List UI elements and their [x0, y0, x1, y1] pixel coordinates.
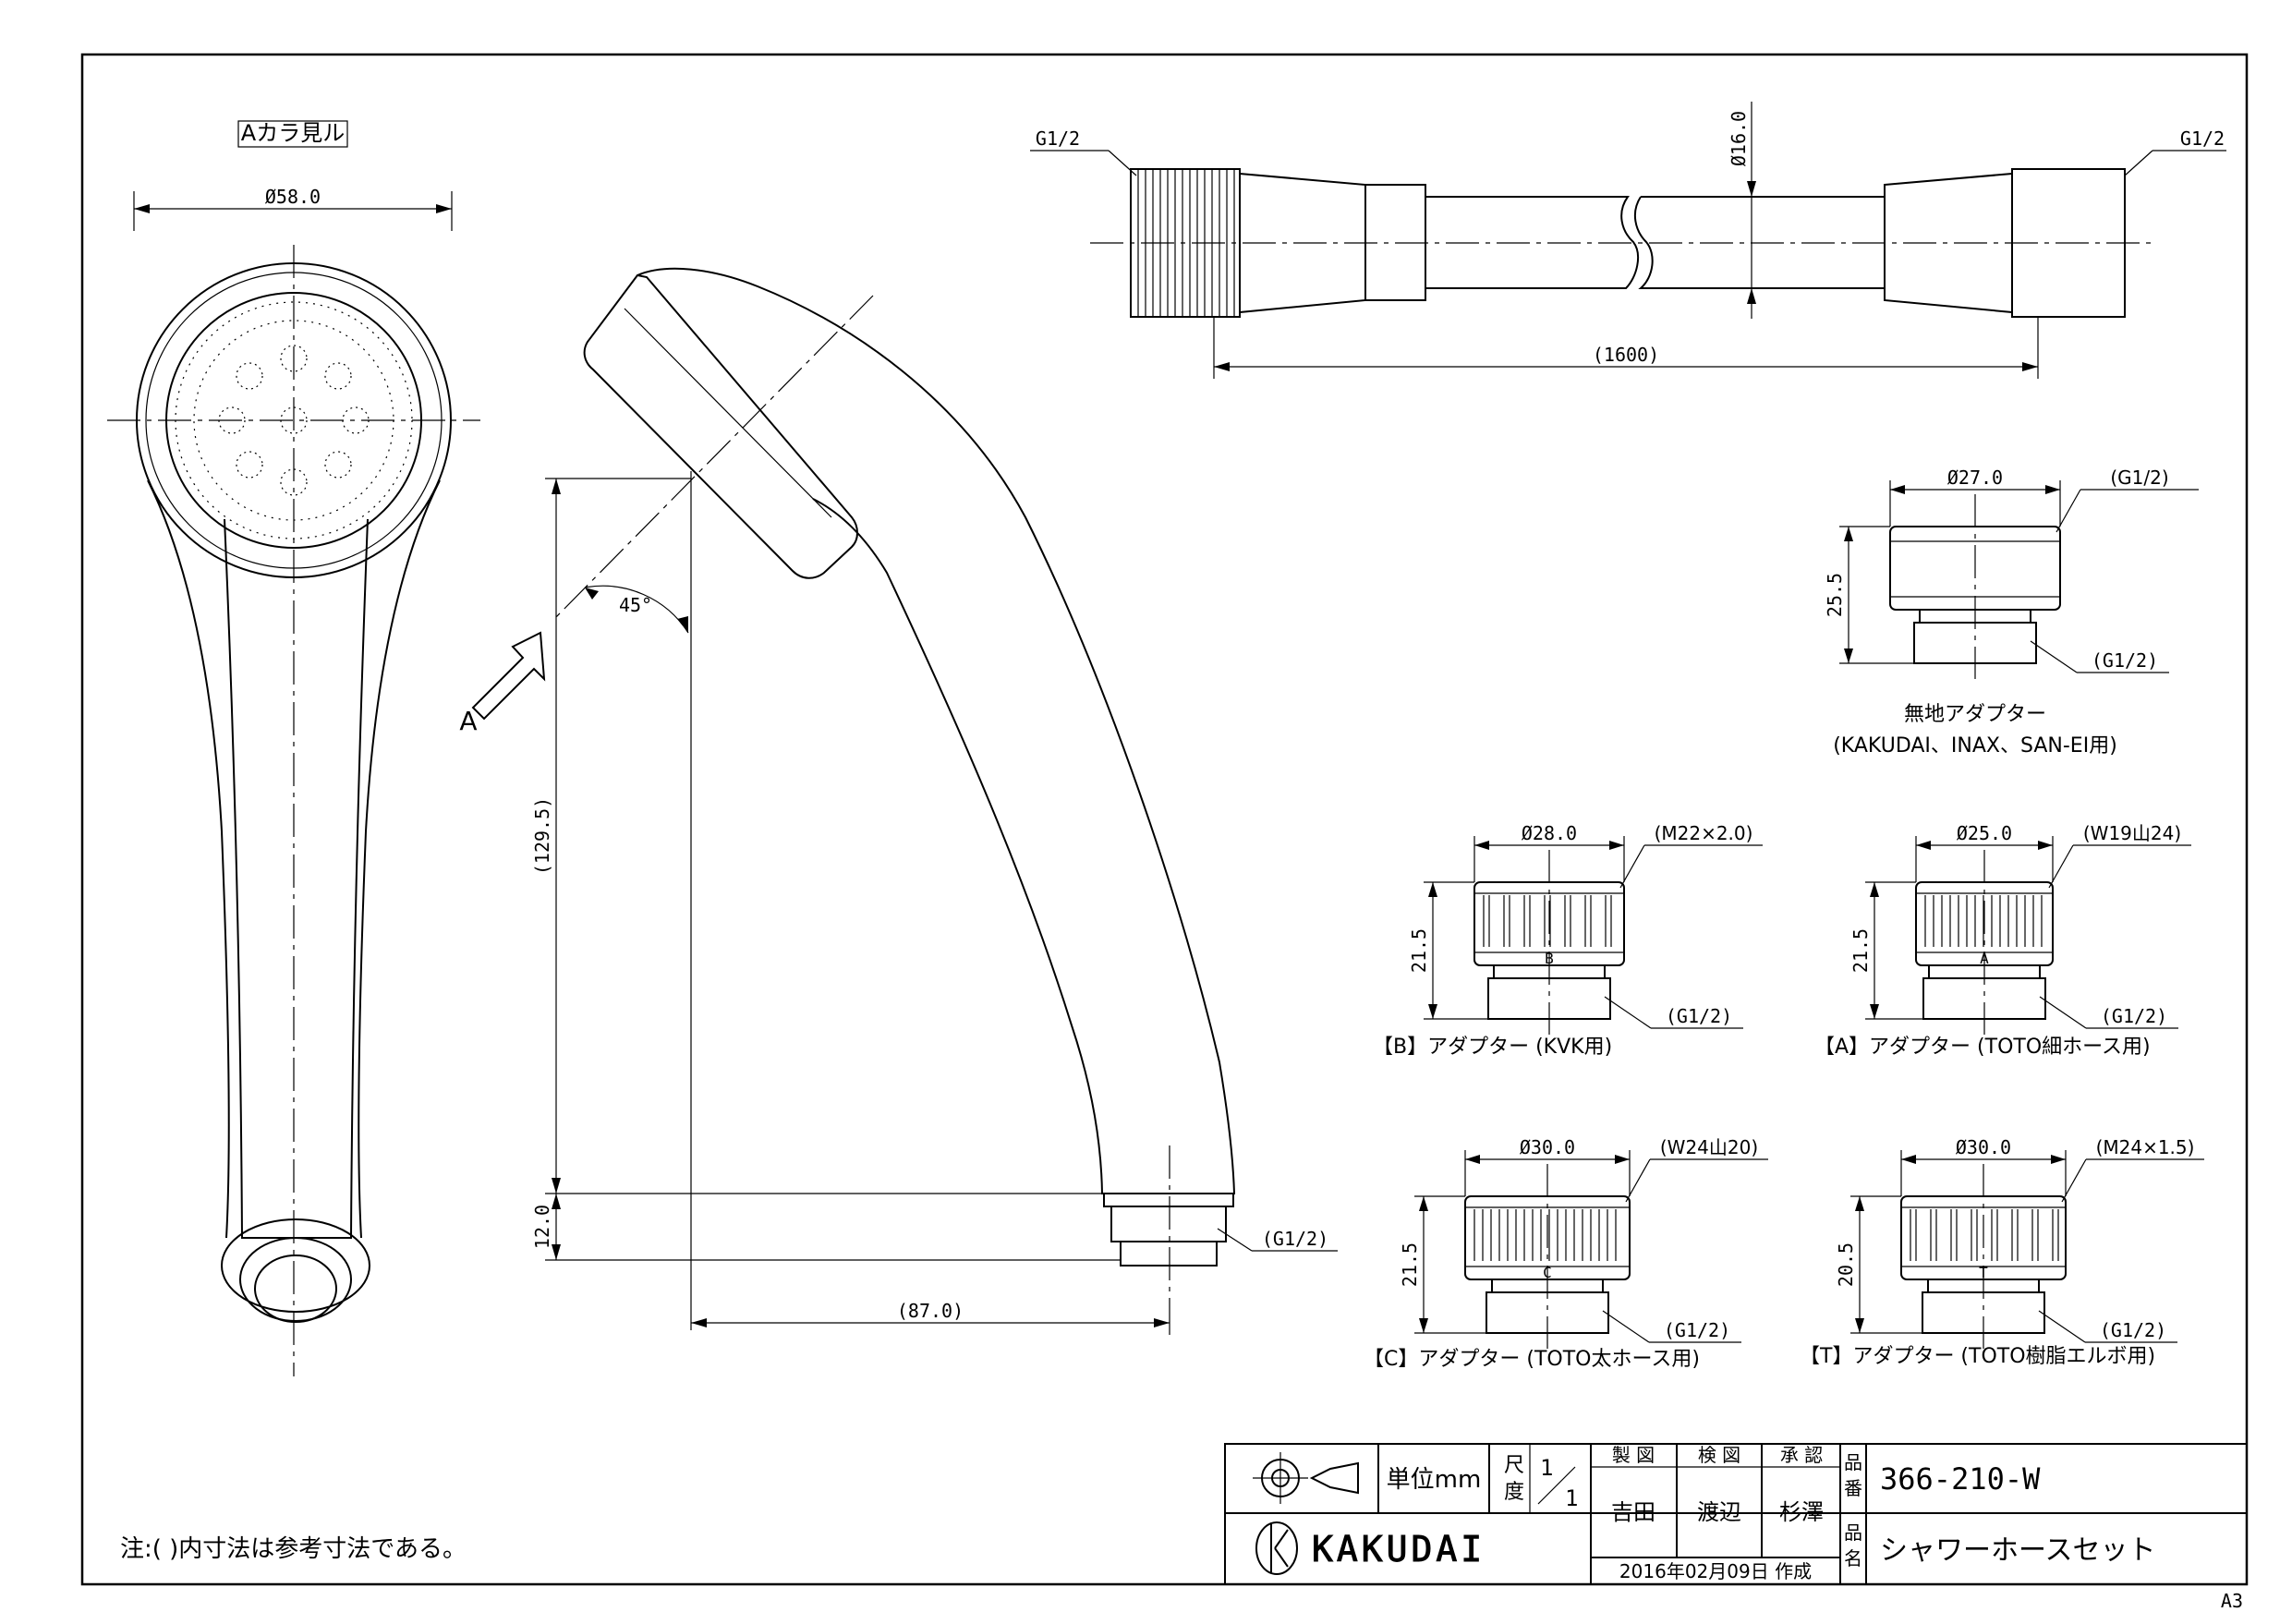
adapter-t: [1850, 1150, 2204, 1349]
adapter-mark: B: [1545, 950, 1554, 967]
adapter-bottom-thread: (G1/2): [1666, 1005, 1732, 1027]
handle-left-edge: [147, 479, 230, 1239]
scale-label-1: 尺: [1504, 1454, 1524, 1477]
kakudai-logo-icon: [1255, 1521, 1298, 1575]
adapter-top-thread: (M24×1.5): [2096, 1136, 2195, 1158]
adapter-dia: Ø25.0: [1957, 822, 2012, 844]
adapter-mark: A: [1980, 950, 1989, 967]
dim-neck: 12.0: [531, 1205, 553, 1249]
neck-collar: [1103, 1193, 1234, 1207]
hose-tube-left: [1425, 196, 1640, 289]
part-no-label-1: 品: [1844, 1451, 1862, 1473]
neck-thread: [1120, 1241, 1218, 1266]
dim-hose-length: (1600): [1593, 344, 1659, 366]
adapter-bottom-thread: (G1/2): [2092, 649, 2158, 672]
adapter-dia: Ø30.0: [1520, 1136, 1575, 1158]
adapter-plain: [1839, 480, 2199, 679]
adapter-c: [1414, 1150, 1768, 1349]
connector-thread: [254, 1254, 337, 1323]
adapter-height: 21.5: [1849, 928, 1872, 973]
adapter-bottom-thread: (G1/2): [1664, 1319, 1730, 1341]
adapters: Ø27.0 (G1/2) (G1/2) 25.5 無地アダプター (KAKUDAI、INA…: [1364, 467, 2204, 1371]
adapter-height: 21.5: [1408, 928, 1430, 973]
hose-view: Ø16.0 (1600) G1/2 G1/2: [1030, 102, 2226, 379]
adapter-b: [1424, 836, 1763, 1035]
adapter-caption: 無地アダプター: [1904, 703, 2046, 726]
name-drafter: 吉田: [1611, 1499, 1655, 1525]
adapter-mark: C: [1543, 1264, 1552, 1281]
drawing-date: 2016年02月09日 作成: [1619, 1560, 1812, 1582]
part-number: 366-210-W: [1880, 1461, 2041, 1497]
scale-label-2: 度: [1504, 1481, 1524, 1504]
scale-numerator: 1: [1540, 1455, 1553, 1481]
unit-label: 単位mm: [1387, 1466, 1482, 1494]
adapter-bottom-thread: (G1/2): [2101, 1005, 2167, 1027]
view-label-box: [237, 120, 348, 148]
adapter-dia: Ø28.0: [1522, 822, 1577, 844]
adapter-caption-2: (KAKUDAI、INAX、SAN-EI用): [1833, 734, 2117, 757]
adapter-top-thread: (M22×2.0): [1655, 822, 1753, 844]
adapter-top-thread: (W24山20): [1660, 1136, 1758, 1158]
title-block: 単位mm 尺 度 1 1 製 図 検 図 承 認 吉田 渡辺 杉澤 2016年0…: [1224, 1443, 2248, 1585]
adapter-caption: 【C】アダプター (TOTO太ホース用): [1364, 1348, 1700, 1371]
connector-outer: [221, 1218, 370, 1313]
role-approver: 承 認: [1780, 1444, 1823, 1466]
adapter-mark: T: [1979, 1264, 1988, 1281]
scale-denominator: 1: [1565, 1485, 1578, 1511]
role-drafter: 製 図: [1612, 1444, 1655, 1466]
adapter-height: 25.5: [1824, 573, 1846, 617]
adapter-a: [1865, 836, 2191, 1035]
reference-note: 注:( )内寸法は参考寸法である。: [120, 1535, 467, 1563]
drawing-frame: [80, 53, 2249, 1586]
dim-hose-thread-left: G1/2: [1036, 127, 1080, 150]
adapter-dia: Ø30.0: [1956, 1136, 2011, 1158]
dim-hose-dia: Ø16.0: [1728, 111, 1750, 166]
adapter-top-thread: (W19山24): [2083, 822, 2181, 844]
part-name: シャワーホースセット: [1880, 1534, 2156, 1567]
hose-tube-right: [1633, 196, 1886, 289]
handle-outline: [224, 518, 369, 1239]
dim-face-dia: Ø58.0: [265, 186, 321, 208]
projection-symbol-icon: [1253, 1452, 1359, 1504]
adapter-bottom-thread: (G1/2): [2100, 1319, 2166, 1341]
adapter-caption: 【A】アダプター (TOTO細ホース用): [1814, 1036, 2151, 1059]
spray-face-plate: [583, 273, 858, 579]
view-arrow-label: A: [459, 706, 477, 736]
view-label: Aカラ見ル: [241, 120, 345, 146]
part-name-label-2: 名: [1844, 1547, 1862, 1569]
role-checker: 検 図: [1698, 1444, 1740, 1466]
adapter-caption: 【B】アダプター (KVK用): [1373, 1036, 1612, 1059]
dim-height: (129.5): [531, 797, 553, 875]
adapter-height: 20.5: [1835, 1242, 1857, 1287]
part-no-label-2: 番: [1844, 1477, 1862, 1499]
sheet-size: A3: [2221, 1590, 2243, 1612]
dim-reach: (87.0): [897, 1300, 964, 1322]
dim-angle: 45°: [619, 594, 652, 616]
dim-hose-thread-right: G1/2: [2180, 127, 2225, 150]
adapter-top-thread: (G1/2): [2110, 467, 2168, 489]
adapter-dia: Ø27.0: [1947, 467, 2003, 489]
company-logo-text: KAKUDAI: [1312, 1529, 1486, 1569]
part-name-label-1: 品: [1844, 1521, 1862, 1544]
side-view: 45° (129.5) 12.0 (87.0) (G1/2) A: [459, 267, 1338, 1335]
view-arrow: [471, 631, 546, 721]
adapter-caption: 【T】アダプター (TOTO樹脂エルボ用): [1800, 1345, 2155, 1368]
name-checker: 渡辺: [1697, 1499, 1741, 1525]
dim-head-thread: (G1/2): [1262, 1228, 1328, 1250]
name-approver: 杉澤: [1779, 1499, 1824, 1525]
front-view: Aカラ見ル Ø58.0: [107, 120, 480, 1376]
adapter-height: 21.5: [1399, 1242, 1421, 1287]
head-body-outline: [637, 267, 1236, 1194]
handle-right-edge: [358, 479, 441, 1239]
